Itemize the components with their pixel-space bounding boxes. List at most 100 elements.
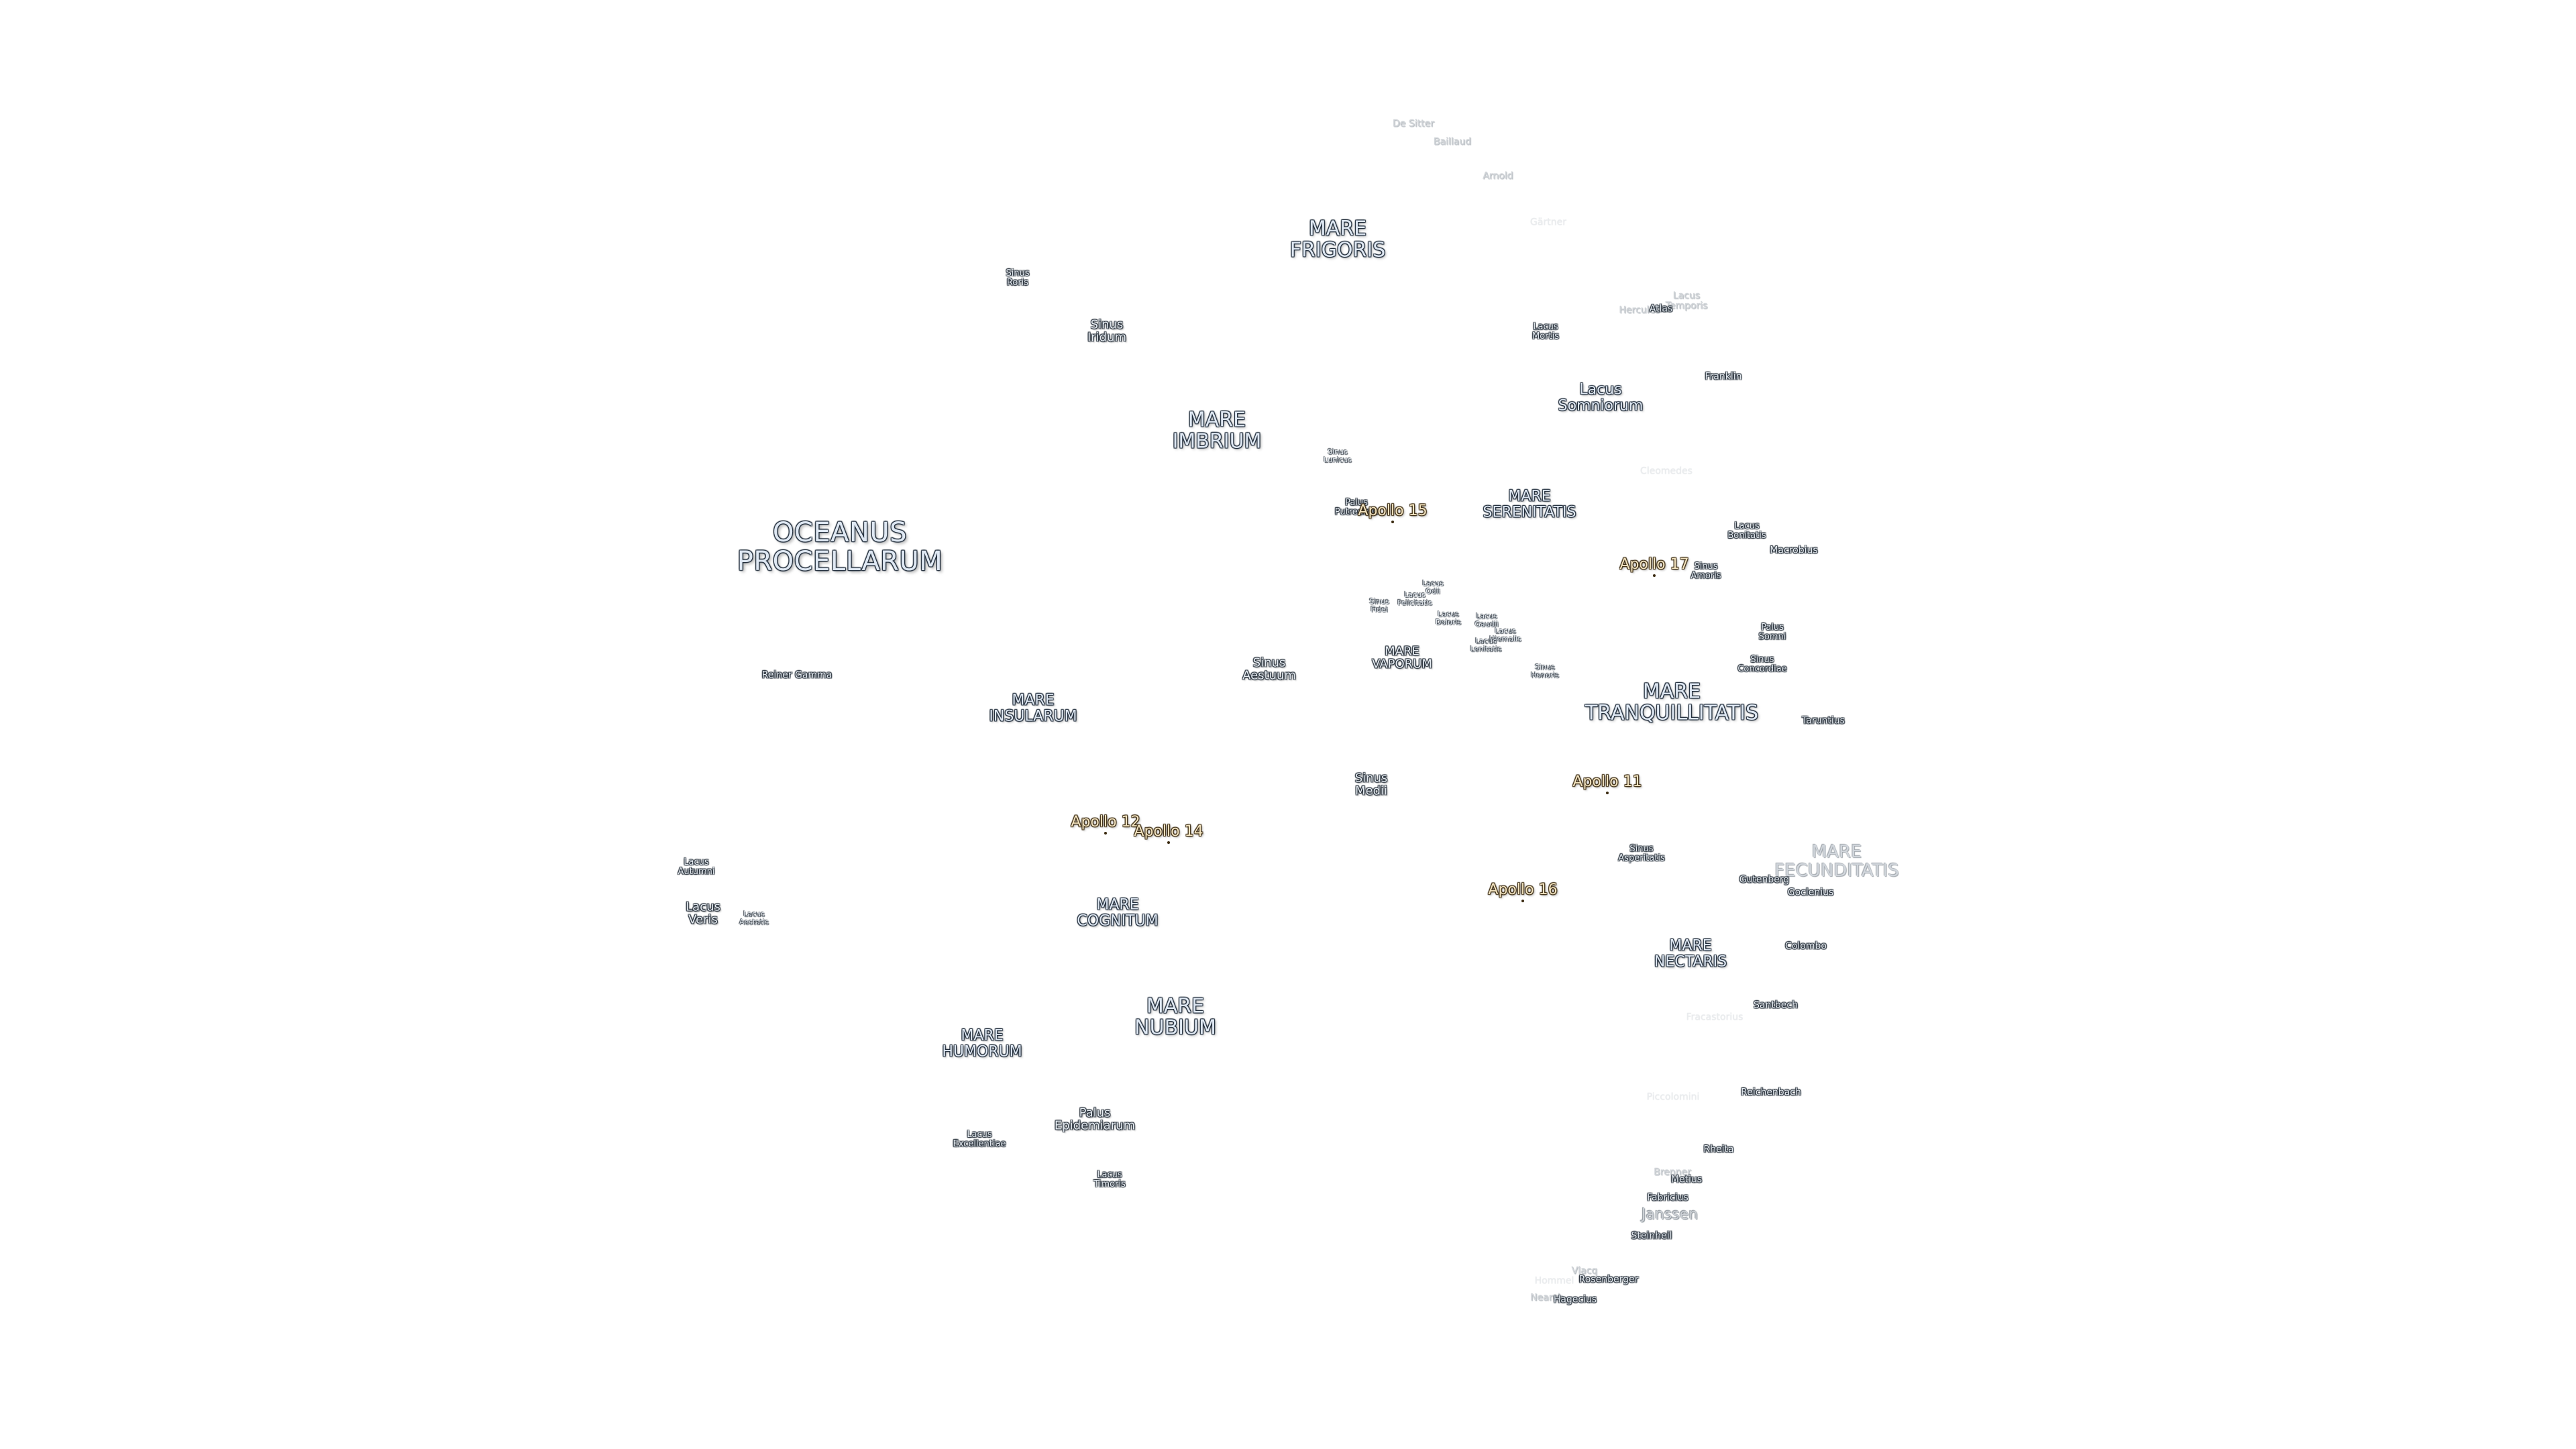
feature-label-line: Cleomedes	[1640, 466, 1693, 477]
feature-label-line: Brenner	[1654, 1167, 1691, 1178]
feature-label-fabricius: Fabricius	[1647, 1193, 1688, 1203]
feature-label-line: NUBIUM	[1134, 1016, 1216, 1040]
feature-label-line: Vlacq	[1571, 1265, 1598, 1277]
feature-label-line: MARE	[1669, 937, 1712, 955]
feature-label-line: Sinus	[1328, 447, 1348, 457]
feature-label-line: Nearch	[1530, 1292, 1564, 1303]
feature-label-line: Fracastorius	[1686, 1012, 1743, 1023]
feature-label-line: Doloris	[1435, 618, 1462, 627]
feature-label-hercules: Hercules	[1619, 305, 1660, 315]
feature-label-line: Metius	[1670, 1174, 1703, 1185]
feature-label-line: COGNITUM	[1077, 912, 1159, 929]
landing-site-marker	[1391, 521, 1394, 523]
feature-label-line: Sinus	[1750, 654, 1774, 665]
feature-label-line: Asperitatis	[1618, 853, 1665, 863]
feature-label-gaertner: Gärtner	[1530, 217, 1566, 227]
feature-label-line: Lenitatis	[1470, 645, 1502, 653]
feature-label-brenner: Brenner	[1654, 1167, 1691, 1177]
landing-site-label-apollo-17: Apollo 17	[1619, 556, 1689, 574]
feature-label-reiner-gamma: Reiner Gamma	[762, 670, 833, 680]
feature-label-line: Gaudii	[1474, 620, 1499, 629]
feature-label-line: Bonitatis	[1727, 531, 1766, 541]
feature-label-line: Gutenberg	[1739, 874, 1790, 885]
feature-label-colombo: Colombo	[1785, 941, 1827, 951]
feature-label-line: Hagecius	[1553, 1294, 1597, 1305]
feature-label-line: MARE	[961, 1027, 1004, 1044]
feature-label-line: Lacus	[1438, 610, 1459, 619]
feature-label-line: Lacus	[1579, 381, 1622, 398]
landing-site-label-apollo-11: Apollo 11	[1572, 773, 1642, 791]
feature-label-line: Iridum	[1087, 331, 1127, 345]
feature-label-line: MARE	[1012, 692, 1055, 709]
feature-label-line: MARE	[1385, 644, 1419, 659]
feature-label-line: Somni	[1758, 632, 1786, 642]
feature-label-line: Putredinis	[1334, 507, 1379, 517]
feature-label-line: INSULARUM	[989, 708, 1077, 724]
feature-label-line: Lacus	[1422, 579, 1444, 588]
feature-label-line: Hommel	[1534, 1275, 1574, 1287]
feature-label-line: Roris	[1006, 278, 1029, 288]
feature-label-line: MARE	[1187, 408, 1246, 432]
feature-label-line: NECTARIS	[1654, 953, 1727, 970]
feature-label-steinheil: Steinheil	[1631, 1231, 1672, 1241]
feature-label-line: MARE	[1642, 680, 1701, 704]
feature-label-line: Honoris	[1530, 671, 1560, 680]
landing-site-label-apollo-12: Apollo 12	[1071, 814, 1140, 831]
feature-label-line: Baillaud	[1433, 136, 1472, 148]
landing-site-label-apollo-15: Apollo 15	[1358, 502, 1428, 520]
feature-label-line: Excellentiae	[953, 1139, 1006, 1149]
feature-label-line: Sinus	[1694, 561, 1718, 572]
feature-label-metius: Metius	[1671, 1175, 1702, 1185]
feature-label-line: MARE	[1308, 217, 1367, 241]
feature-label-rosenberger: Rosenberger	[1579, 1275, 1639, 1285]
feature-label-line: Autumni	[678, 867, 715, 877]
feature-label-line: Lacus	[1097, 1169, 1122, 1180]
feature-label-line: IMBRIUM	[1172, 430, 1262, 453]
feature-label-line: Sinus	[1006, 268, 1030, 278]
feature-label-line: Sinus	[1354, 771, 1388, 786]
feature-label-rheita: Rheita	[1703, 1144, 1733, 1155]
feature-label-line: Taruntius	[1802, 715, 1845, 727]
feature-label-line: Amoris	[1690, 571, 1721, 581]
feature-label-hagecius: Hagecius	[1554, 1295, 1597, 1305]
feature-label-goclenius: Goclenius	[1788, 888, 1834, 898]
feature-label-hommel: Hommel	[1535, 1276, 1574, 1286]
feature-label-bailly: Baillaud	[1434, 137, 1471, 147]
feature-label-line: Sinus	[1535, 663, 1555, 672]
feature-label-line: Fabricius	[1647, 1192, 1688, 1203]
feature-label-line: Santbech	[1754, 1000, 1798, 1011]
feature-label-line: Medii	[1354, 784, 1388, 798]
feature-label-line: Sinus	[1252, 655, 1286, 670]
feature-label-line: Sinus	[1629, 843, 1654, 854]
feature-label-line: OCEANUS	[772, 517, 908, 548]
feature-label-line: Piccolomini	[1646, 1091, 1700, 1103]
feature-label-line: Goclenius	[1787, 887, 1834, 898]
feature-label-line: Temporis	[1665, 301, 1708, 311]
landing-site-marker	[1521, 900, 1524, 902]
feature-label-line: Lacus	[686, 900, 720, 914]
feature-label-macrobius: Macrobius	[1770, 545, 1817, 555]
feature-label-line: Franklin	[1705, 371, 1742, 382]
